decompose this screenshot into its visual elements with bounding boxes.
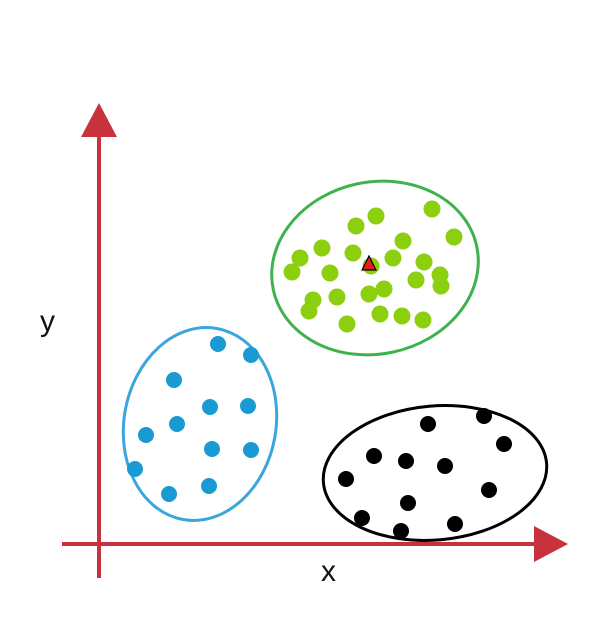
black-cluster-point	[496, 436, 512, 452]
green-cluster-point	[300, 302, 318, 320]
green-cluster-point	[445, 228, 463, 246]
black-cluster-point	[354, 510, 370, 526]
black-cluster-outline	[321, 404, 549, 542]
green-cluster-point	[432, 277, 450, 295]
green-cluster-point	[313, 239, 331, 257]
blue-cluster-point	[240, 398, 256, 414]
green-cluster-point	[371, 305, 389, 323]
green-cluster-point	[393, 307, 411, 325]
x-axis-arrow-head	[534, 526, 568, 562]
blue-cluster-point	[127, 461, 143, 477]
blue-cluster-point	[161, 486, 177, 502]
blue-cluster-point	[210, 336, 226, 352]
black-cluster-point	[420, 416, 436, 432]
green-cluster-points	[283, 200, 463, 333]
blue-cluster-point	[166, 372, 182, 388]
y-axis-label: y	[40, 305, 55, 338]
blue-cluster-point	[169, 416, 185, 432]
green-cluster-point	[423, 200, 441, 218]
centroid-marker	[361, 254, 377, 271]
green-cluster-point	[321, 264, 339, 282]
green-cluster-point	[375, 280, 393, 298]
black-cluster-point	[481, 482, 497, 498]
green-cluster-point	[360, 285, 378, 303]
blue-cluster-point	[243, 347, 259, 363]
green-cluster-point	[415, 253, 433, 271]
green-cluster-point	[347, 217, 365, 235]
black-cluster-point	[476, 408, 492, 424]
blue-cluster-point	[138, 427, 154, 443]
green-cluster-point	[384, 249, 402, 267]
blue-cluster-point	[204, 441, 220, 457]
green-cluster-point	[344, 244, 362, 262]
green-cluster-point	[291, 249, 309, 267]
x-axis-label: x	[321, 555, 336, 588]
black-cluster-point	[338, 471, 354, 487]
y-axis-arrow-head	[81, 103, 117, 137]
black-cluster-points	[338, 408, 512, 539]
blue-cluster-point	[243, 442, 259, 458]
blue-cluster-point	[202, 399, 218, 415]
blue-cluster-outline	[121, 326, 279, 522]
green-cluster-point	[338, 315, 356, 333]
black-cluster-point	[400, 495, 416, 511]
green-cluster-point	[367, 207, 385, 225]
black-cluster-point	[398, 453, 414, 469]
black-cluster-point	[437, 458, 453, 474]
green-cluster-point	[328, 288, 346, 306]
black-cluster-point	[393, 523, 409, 539]
blue-cluster-point	[201, 478, 217, 494]
green-cluster-point	[394, 232, 412, 250]
green-cluster-point	[283, 263, 301, 281]
blue-cluster-points	[127, 336, 259, 502]
green-cluster-point	[407, 271, 425, 289]
green-cluster-outline	[270, 179, 480, 357]
black-cluster-point	[447, 516, 463, 532]
green-cluster-point	[414, 311, 432, 329]
axes	[62, 103, 568, 578]
black-cluster-point	[366, 448, 382, 464]
